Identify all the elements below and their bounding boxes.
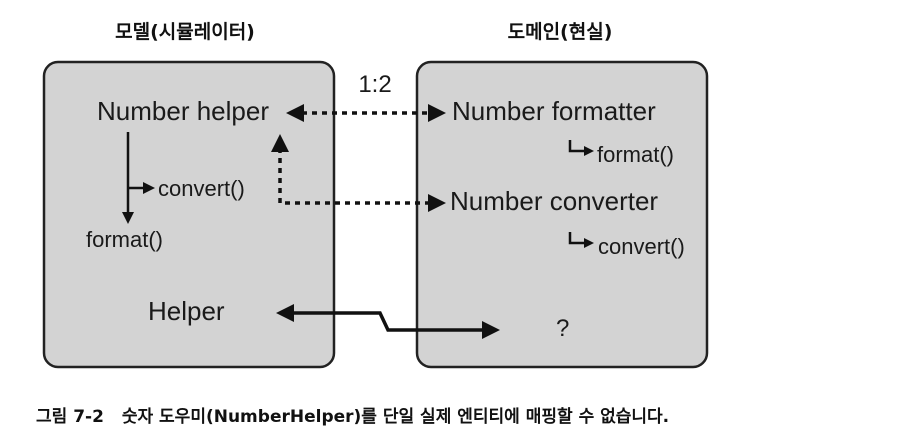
convert-method-label: convert() (158, 176, 245, 201)
ratio-label: 1:2 (358, 71, 391, 98)
formatter-format-method-label: format() (597, 142, 674, 167)
zigzag-double-arrow-icon (276, 304, 500, 339)
converter-convert-method-label: convert() (598, 234, 685, 259)
number-formatter-label: Number formatter (452, 96, 656, 126)
down-arrow-icon (122, 132, 134, 224)
dashed-elbow-arrow-icon (271, 134, 446, 212)
number-helper-label: Number helper (97, 96, 269, 126)
domain-reality-heading: 도메인(현실) (508, 21, 613, 43)
right-arrow-icon (128, 182, 155, 194)
format-method-label: format() (86, 227, 163, 252)
corner-arrow-icon (568, 232, 594, 248)
helper-label: Helper (148, 296, 225, 326)
dashed-double-arrow-icon (286, 104, 446, 122)
figure-number: 그림 7-2 (36, 407, 104, 427)
domain-box (415, 60, 709, 369)
number-converter-label: Number converter (450, 186, 658, 216)
unknown-entity-label: ? (556, 315, 569, 342)
caption-text: 숫자 도우미(NumberHelper)를 단일 실제 엔티티에 매핑할 수 없… (122, 407, 669, 427)
figure-caption: 그림 7-2 숫자 도우미(NumberHelper)를 단일 실제 엔티티에 … (36, 407, 669, 427)
model-box (42, 60, 336, 369)
model-simulator-heading: 모델(시뮬레이터) (115, 21, 255, 43)
corner-arrow-icon (568, 140, 594, 156)
